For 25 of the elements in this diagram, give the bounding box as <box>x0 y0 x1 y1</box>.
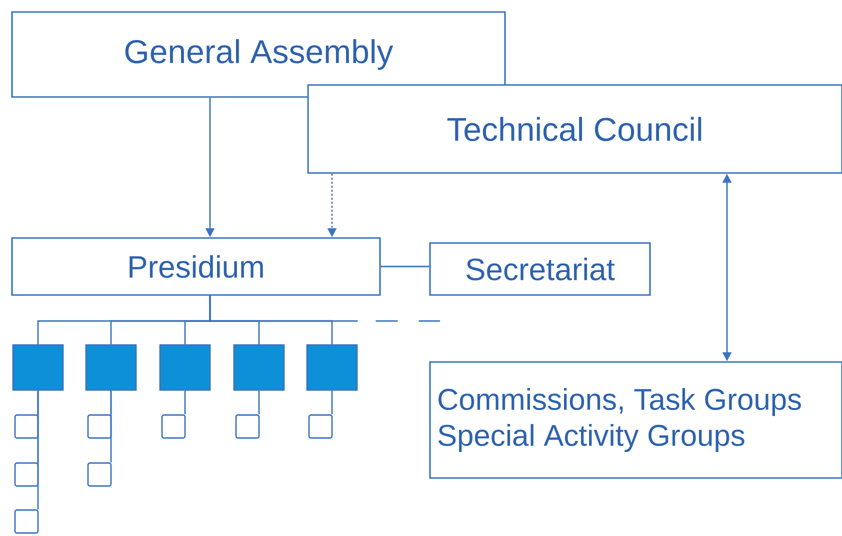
box: Presidium <box>11 237 381 296</box>
filled-square <box>85 344 137 391</box>
small-square <box>87 414 112 439</box>
connector <box>37 390 39 510</box>
box: Secretariat <box>429 242 651 296</box>
connector <box>184 390 186 414</box>
small-square <box>308 414 333 439</box>
small-square <box>14 414 39 439</box>
small-square <box>161 414 186 439</box>
small-square <box>235 414 260 439</box>
box: General Assembly <box>11 11 506 98</box>
box: Commissions, Task Groups Special Activity Groups <box>429 361 842 479</box>
connector <box>110 390 112 462</box>
filled-square <box>233 344 285 391</box>
small-square <box>87 462 112 487</box>
connector <box>209 296 440 322</box>
filled-square <box>159 344 211 391</box>
connector <box>331 390 333 414</box>
connector <box>380 266 430 268</box>
small-square <box>14 509 39 534</box>
filled-square <box>12 344 64 391</box>
small-square <box>14 462 39 487</box>
box: Technical Council <box>307 84 842 174</box>
connector <box>258 390 260 414</box>
filled-square <box>306 344 358 391</box>
